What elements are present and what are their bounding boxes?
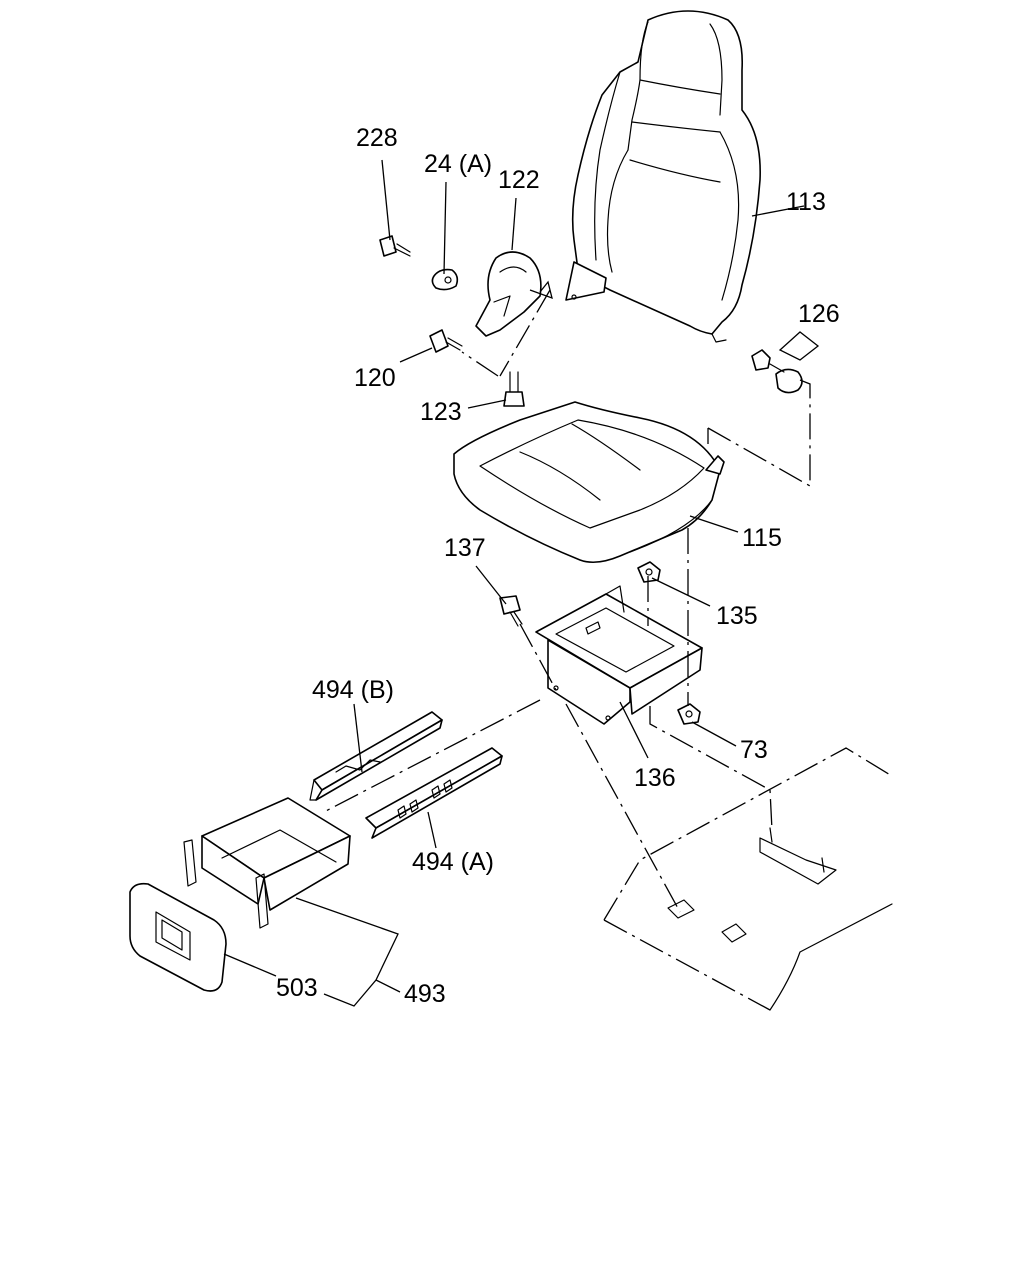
bolt-123[interactable] [503,371,525,407]
bolt-228[interactable] [379,235,411,257]
alignment-lines [323,289,811,913]
nut-135[interactable] [637,561,661,583]
label-494b: 494 (B) [312,676,394,704]
label-136: 136 [634,764,676,792]
label-493: 493 [404,980,446,1008]
label-73: 73 [740,736,768,764]
seat-back[interactable] [565,10,761,343]
seat-cushion[interactable] [453,401,725,564]
label-503: 503 [276,974,318,1002]
label-126: 126 [798,300,840,328]
floor-panel [603,747,893,1011]
label-113: 113 [786,188,826,216]
bolt-137[interactable] [499,595,523,627]
label-123: 123 [420,398,462,426]
tray-bezel[interactable] [129,882,227,992]
label-228: 228 [356,124,398,152]
label-24a: 24 (A) [424,150,492,178]
part-labels: 228 24 (A) 122 113 126 120 123 115 137 1… [276,124,840,1008]
nut-73[interactable] [677,703,701,725]
spacer-24a[interactable] [431,268,459,291]
label-120: 120 [354,364,396,392]
label-115: 115 [742,524,782,552]
label-137: 137 [444,534,486,562]
rail-494a[interactable] [365,747,503,839]
leader-lines [223,159,820,1007]
nut-126[interactable] [751,349,803,394]
rail-494b[interactable] [309,711,443,801]
hinge-bracket[interactable] [475,251,542,337]
label-494a: 494 (A) [412,848,494,876]
bolt-120[interactable] [429,329,463,353]
label-135: 135 [716,602,758,630]
label-122: 122 [498,166,540,194]
storage-tray[interactable] [183,797,351,929]
seat-bracket[interactable] [535,585,703,725]
